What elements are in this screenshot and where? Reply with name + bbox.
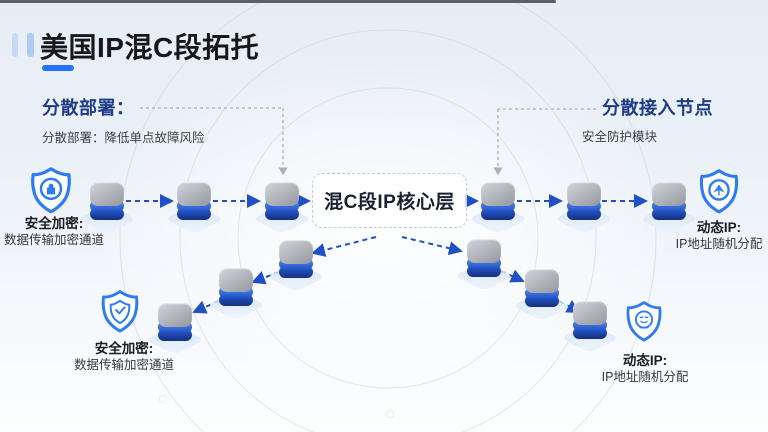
core-layer-box: 混C段IP核心层: [312, 173, 467, 228]
server-node-icon: [206, 268, 266, 320]
feature-desc: IP地址随机分配: [601, 370, 689, 384]
feature-title: 动态IP:: [696, 220, 742, 235]
shield-plane-icon: [699, 169, 739, 214]
feature-encryption-top-left: 安全加密: 数据传输加密通道: [0, 215, 114, 249]
feature-desc: IP地址随机分配: [675, 237, 763, 251]
callout-distributed-deploy-sub: 分散部署：降低单点故障风险: [42, 131, 205, 145]
title-underline: [42, 65, 74, 71]
callout-access-nodes-sub: 安全防护模块: [582, 130, 658, 144]
feature-title: 动态IP:: [622, 353, 668, 368]
callout-distributed-deploy-heading: 分散部署：: [42, 98, 135, 118]
server-node-icon: [468, 182, 528, 234]
arc-dot: [159, 395, 167, 403]
server-node-icon: [554, 182, 614, 234]
server-node-icon: [266, 240, 326, 292]
feature-title: 安全加密:: [94, 341, 154, 356]
shield-check-icon: [101, 290, 139, 333]
feature-desc: 数据传输加密通道: [73, 358, 174, 372]
video-top-strip: [0, 0, 556, 3]
callout-access-nodes-heading: 分散接入节点: [602, 98, 713, 118]
server-node-icon: [560, 301, 620, 353]
feature-dynamic-ip-top-right: 动态IP: IP地址随机分配: [659, 219, 768, 253]
title-accent-bar: [12, 33, 18, 57]
server-node-icon: [512, 269, 572, 321]
server-node-icon: [639, 182, 699, 234]
feature-dynamic-ip-bottom-right: 动态IP: IP地址随机分配: [585, 352, 705, 386]
server-node-icon: [145, 303, 205, 355]
server-node-icon: [164, 182, 224, 234]
feature-encryption-bottom-left: 安全加密: 数据传输加密通道: [64, 340, 184, 374]
feature-desc: 数据传输加密通道: [3, 233, 104, 247]
arc-dot: [386, 410, 394, 418]
core-layer-label: 混C段IP核心层: [324, 192, 455, 213]
server-node-icon: [77, 182, 137, 234]
shield-lock-icon: [31, 167, 71, 214]
feature-title: 安全加密:: [24, 216, 84, 231]
title-accent-bar: [27, 33, 34, 57]
server-node-icon: [454, 239, 514, 291]
page-title: 美国IP混C段拓托: [40, 32, 260, 63]
shield-mask-icon: [626, 301, 662, 342]
server-node-icon: [252, 182, 312, 234]
